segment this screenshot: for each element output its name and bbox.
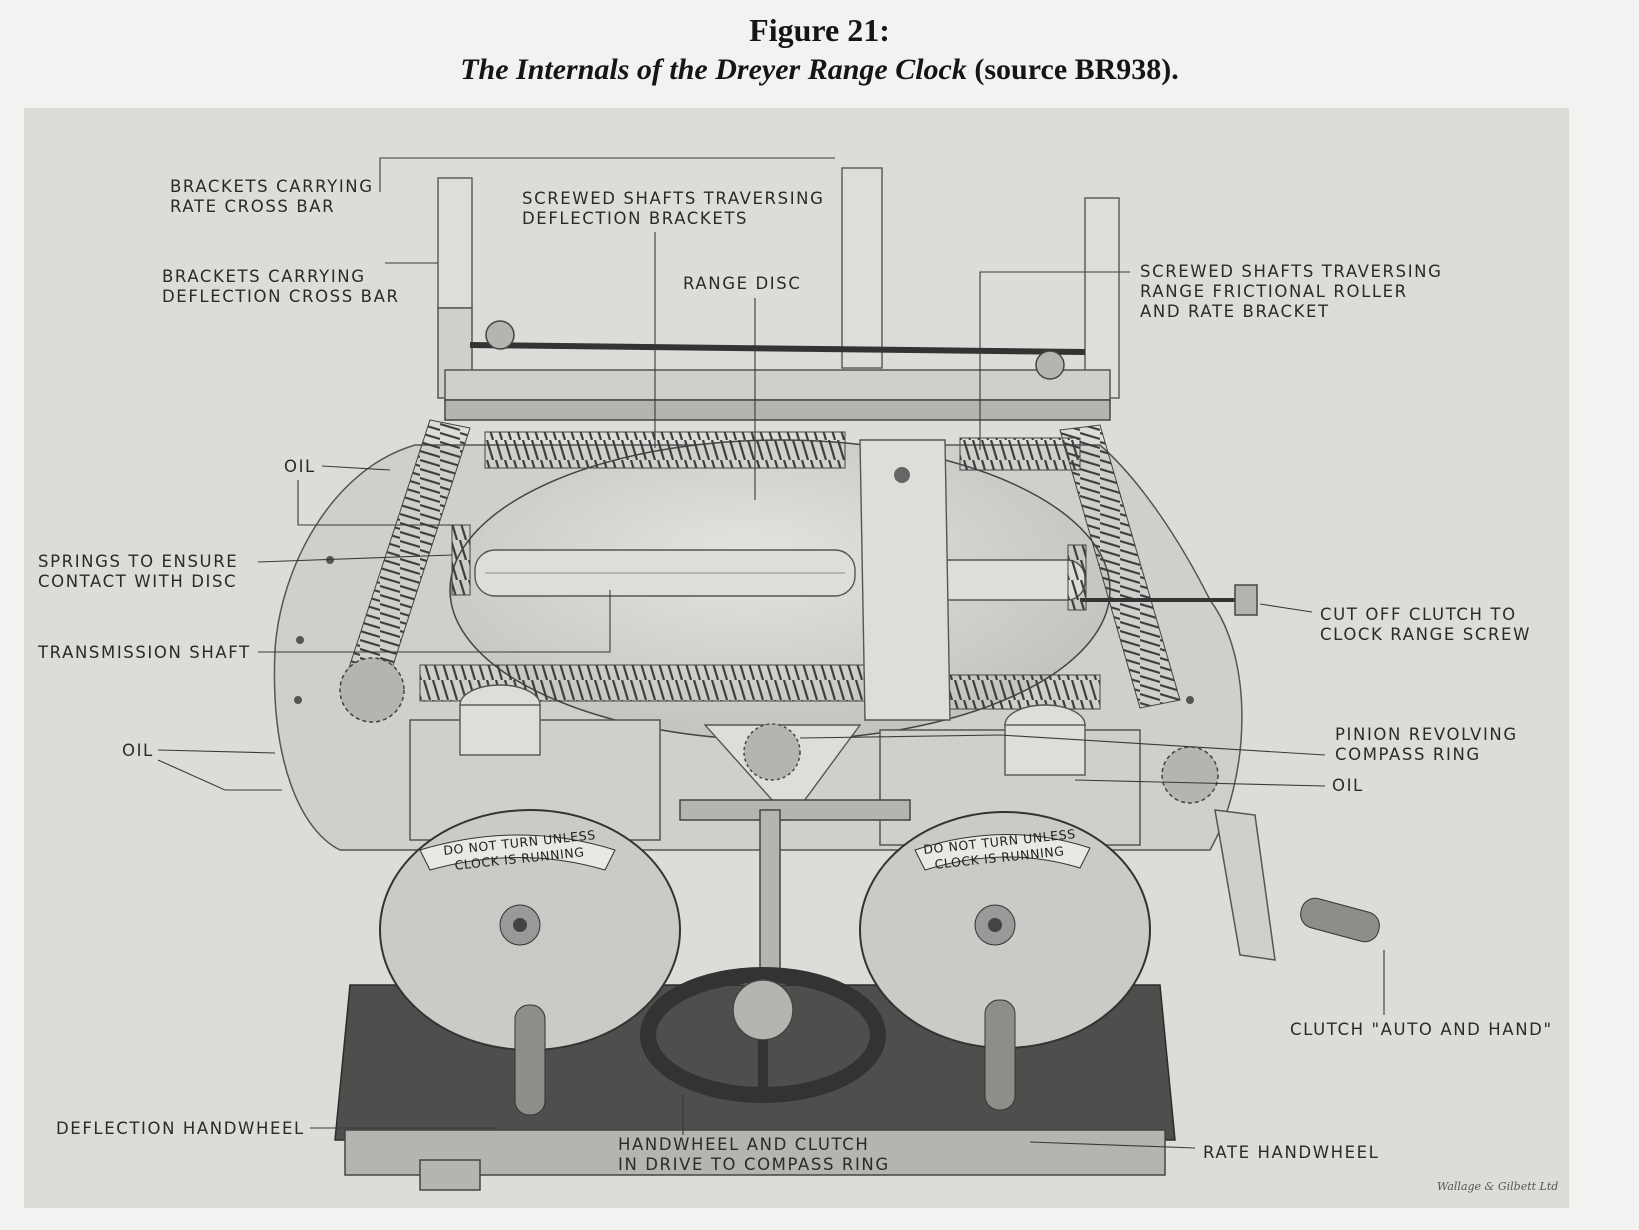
pinion-assembly bbox=[679, 723, 911, 1001]
screwed-shaft-upper-left bbox=[484, 431, 846, 469]
label-springs-line2: CONTACT WITH DISC bbox=[38, 572, 237, 591]
label-deflection-hw-text: DEFLECTION HANDWHEEL bbox=[56, 1119, 305, 1138]
label-range-disc-text: RANGE DISC bbox=[683, 274, 801, 293]
label-screwed-range-line3: AND RATE BRACKET bbox=[1140, 302, 1330, 321]
gear-left bbox=[339, 657, 405, 723]
spring-right bbox=[1067, 544, 1087, 611]
label-brackets-rate-line2: RATE CROSS BAR bbox=[170, 197, 335, 216]
label-brackets-defl-line2: DEFLECTION CROSS BAR bbox=[162, 287, 400, 306]
label-deflection-handwheel: DEFLECTION HANDWHEEL bbox=[56, 1119, 498, 1138]
label-rate-hw-text: RATE HANDWHEEL bbox=[1203, 1143, 1379, 1162]
engraver-signature: Wallage & Gilbett Ltd bbox=[1437, 1180, 1558, 1193]
label-pinion-line2: COMPASS RING bbox=[1335, 745, 1481, 764]
transmission-shaft bbox=[474, 549, 1258, 616]
label-screwed-defl-line1: SCREWED SHAFTS TRAVERSING bbox=[522, 189, 825, 208]
deflection-handwheel: DO NOT TURN UNLESS CLOCK IS RUNNING bbox=[379, 809, 681, 1116]
label-transmission-text: TRANSMISSION SHAFT bbox=[37, 643, 251, 662]
rate-handwheel: DO NOT TURN UNLESS CLOCK IS RUNNING bbox=[859, 811, 1151, 1111]
figure-caption: The Internals of the Dreyer Range Clock … bbox=[0, 50, 1639, 90]
label-screwed-shafts-range: SCREWED SHAFTS TRAVERSING RANGE FRICTION… bbox=[979, 262, 1443, 450]
screwed-shaft-upper-right bbox=[959, 437, 1081, 471]
compass-handwheel bbox=[640, 967, 886, 1103]
label-oil-right: OIL bbox=[1074, 776, 1364, 795]
gear-right bbox=[1161, 746, 1219, 804]
label-oil-left-text: OIL bbox=[122, 741, 154, 760]
label-brackets-deflection-cross-bar: BRACKETS CARRYING DEFLECTION CROSS BAR bbox=[162, 262, 438, 306]
label-rate-handwheel: RATE HANDWHEEL bbox=[1029, 1141, 1379, 1162]
diagonal-screw-right bbox=[1059, 424, 1181, 709]
label-oil-top: OIL bbox=[284, 457, 460, 526]
label-handwheel-clutch-line2: IN DRIVE TO COMPASS RING bbox=[618, 1155, 890, 1174]
label-clutch-text: CLUTCH "AUTO AND HAND" bbox=[1290, 1020, 1553, 1039]
label-screwed-range-line2: RANGE FRICTIONAL ROLLER bbox=[1140, 282, 1408, 301]
label-screwed-range-line1: SCREWED SHAFTS TRAVERSING bbox=[1140, 262, 1443, 281]
label-pinion: PINION REVOLVING COMPASS RING bbox=[799, 725, 1518, 764]
label-oil-right-text: OIL bbox=[1332, 776, 1364, 795]
figure-heading: Figure 21: The Internals of the Dreyer R… bbox=[0, 10, 1639, 90]
screwed-shaft-lower-right bbox=[929, 674, 1101, 710]
label-oil-left: OIL bbox=[122, 741, 282, 791]
label-brackets-defl-line1: BRACKETS CARRYING bbox=[162, 267, 366, 286]
label-cutoff-line2: CLOCK RANGE SCREW bbox=[1320, 625, 1531, 644]
figure-number: Figure 21: bbox=[749, 12, 890, 48]
label-handwheel-clutch: HANDWHEEL AND CLUTCH IN DRIVE TO COMPASS… bbox=[618, 1095, 890, 1174]
label-range-disc: RANGE DISC bbox=[683, 274, 801, 500]
label-brackets-rate-line1: BRACKETS CARRYING bbox=[170, 177, 374, 196]
spring-left bbox=[451, 524, 471, 596]
label-pinion-line1: PINION REVOLVING bbox=[1335, 725, 1518, 744]
centre-bracket bbox=[859, 439, 951, 721]
bracket-frame bbox=[437, 167, 1120, 421]
label-screwed-shafts-deflection: SCREWED SHAFTS TRAVERSING DEFLECTION BRA… bbox=[522, 189, 825, 448]
label-handwheel-clutch-line1: HANDWHEEL AND CLUTCH bbox=[618, 1135, 869, 1154]
label-transmission-shaft: TRANSMISSION SHAFT bbox=[37, 590, 611, 662]
clutch-lever bbox=[1214, 809, 1380, 961]
figure-caption-title: The Internals of the Dreyer Range Clock bbox=[460, 53, 967, 86]
label-springs-line1: SPRINGS TO ENSURE bbox=[38, 552, 238, 571]
label-oil-top-text: OIL bbox=[284, 457, 316, 476]
label-cut-off-clutch: CUT OFF CLUTCH TO CLOCK RANGE SCREW bbox=[1259, 603, 1531, 644]
label-clutch-auto-hand: CLUTCH "AUTO AND HAND" bbox=[1290, 950, 1553, 1039]
label-cutoff-line1: CUT OFF CLUTCH TO bbox=[1320, 605, 1517, 624]
label-screwed-defl-line2: DEFLECTION BRACKETS bbox=[522, 209, 748, 228]
label-brackets-rate-cross-bar: BRACKETS CARRYING RATE CROSS BAR bbox=[170, 157, 835, 216]
label-springs: SPRINGS TO ENSURE CONTACT WITH DISC bbox=[38, 552, 453, 591]
figure-caption-source: (source BR938). bbox=[966, 53, 1179, 86]
